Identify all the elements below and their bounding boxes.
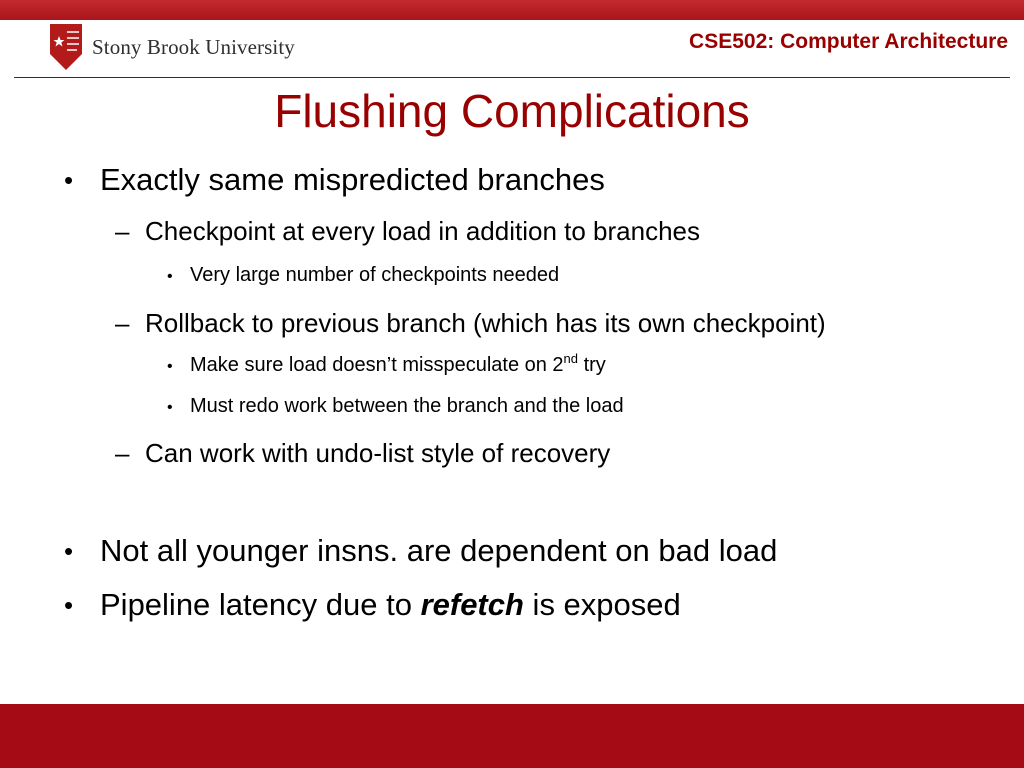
bullet-dot-icon: • bbox=[64, 536, 74, 566]
bullet-level1: • Pipeline latency due to refetch is exp… bbox=[64, 587, 681, 623]
footer-bar bbox=[0, 704, 1024, 768]
bullet-text-after: try bbox=[578, 354, 606, 376]
bullet-text: Must redo work between the branch and th… bbox=[190, 395, 624, 417]
bullet-level2: – Can work with undo-list style of recov… bbox=[115, 438, 611, 469]
bullet-level3: • Make sure load doesn’t misspeculate on… bbox=[167, 351, 606, 377]
bullet-level2: – Rollback to previous branch (which has… bbox=[115, 308, 826, 339]
bullet-text-after: is exposed bbox=[523, 587, 681, 622]
bullet-text: Exactly same mispredicted branches bbox=[100, 162, 605, 197]
bullet-dot-icon: • bbox=[167, 358, 173, 375]
header-divider bbox=[14, 77, 1010, 78]
bullet-text-before: Make sure load doesn’t misspeculate on 2 bbox=[190, 354, 564, 376]
bullet-dot-icon: • bbox=[64, 165, 74, 195]
university-logo: Stony Brook University bbox=[50, 24, 320, 70]
bullet-level1: • Exactly same mispredicted branches bbox=[64, 162, 605, 198]
bullet-dot-icon: • bbox=[64, 590, 74, 620]
university-shield-icon bbox=[50, 24, 82, 70]
bullet-dot-icon: • bbox=[167, 268, 173, 285]
bullet-text-before: Pipeline latency due to bbox=[100, 587, 421, 622]
university-name: Stony Brook University bbox=[92, 34, 295, 59]
bullet-level2: – Checkpoint at every load in addition t… bbox=[115, 216, 701, 247]
emphasized-term: refetch bbox=[420, 587, 524, 622]
bullet-dash-icon: – bbox=[115, 216, 130, 246]
bullet-dot-icon: • bbox=[167, 399, 173, 416]
ordinal-suffix: nd bbox=[563, 351, 579, 366]
bullet-dash-icon: – bbox=[115, 438, 130, 468]
bullet-level3: • Very large number of checkpoints neede… bbox=[167, 264, 560, 287]
bullet-text: Rollback to previous branch (which has i… bbox=[145, 308, 826, 338]
bullet-text: Checkpoint at every load in addition to … bbox=[145, 216, 701, 246]
bullet-text: Very large number of checkpoints needed bbox=[190, 264, 560, 286]
bullet-text: Not all younger insns. are dependent on … bbox=[100, 533, 778, 568]
course-title: CSE502: Computer Architecture bbox=[689, 30, 1008, 53]
bullet-level1: • Not all younger insns. are dependent o… bbox=[64, 533, 778, 569]
bullet-level3: • Must redo work between the branch and … bbox=[167, 395, 624, 418]
top-stripe bbox=[0, 0, 1024, 20]
bullet-dash-icon: – bbox=[115, 308, 130, 338]
bullet-text: Can work with undo-list style of recover… bbox=[145, 438, 611, 468]
slide-title: Flushing Complications bbox=[274, 85, 750, 137]
